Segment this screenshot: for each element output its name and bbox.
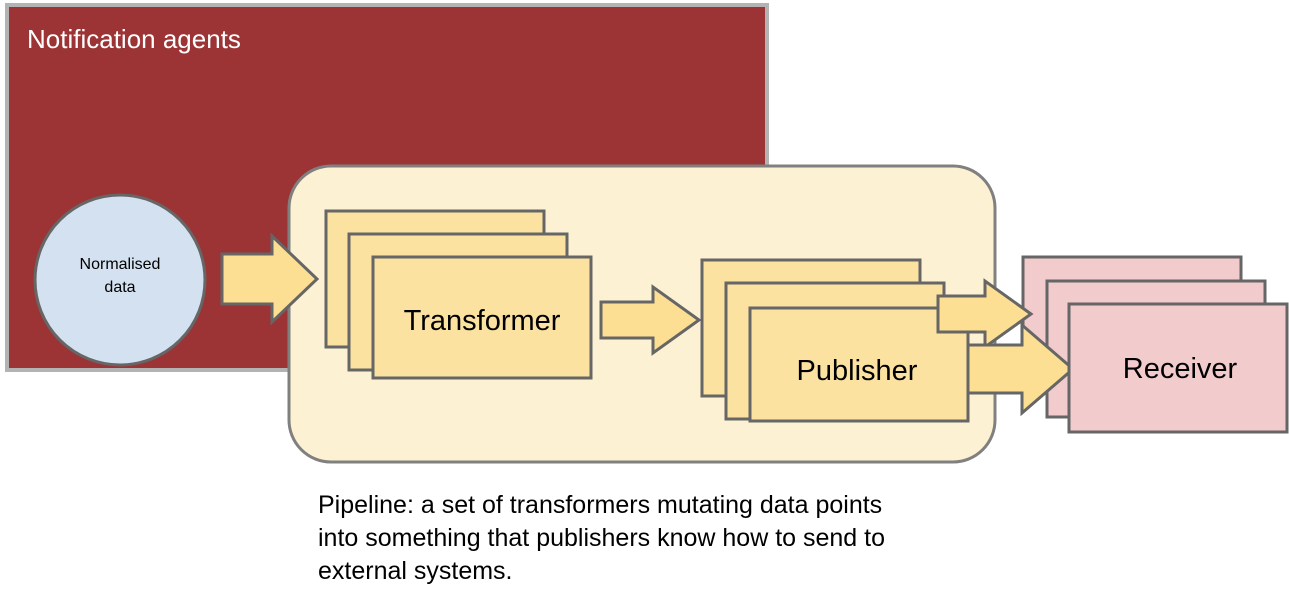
arrow-publisher-to-receiver-front-shape — [966, 321, 1076, 417]
arrow-data-to-transformer-shape — [220, 232, 320, 326]
transformer-label: Transformer — [404, 305, 561, 337]
normalised-data-circle — [33, 193, 207, 367]
normalised-data-label-line1: Normalised — [80, 256, 161, 273]
pipeline-caption-line-3: external systems. — [318, 557, 513, 585]
pipeline-caption-line-2: into something that publishers know how … — [318, 524, 885, 552]
transformer-stack[interactable]: Transformer — [324, 209, 593, 380]
pipeline-caption-line-1: Pipeline: a set of transformers mutating… — [318, 491, 882, 519]
receiver-label: Receiver — [1123, 353, 1238, 385]
publisher-stack[interactable]: Publisher — [700, 258, 970, 423]
normalised-data[interactable]: Normalised data — [33, 193, 207, 367]
pipeline-caption: Pipeline: a set of transformers mutating… — [318, 491, 885, 585]
arrow-data-to-transformer — [220, 232, 320, 326]
publisher-card-front — [748, 306, 970, 423]
transformer-card-front — [371, 255, 593, 380]
arrow-publisher-to-receiver-front — [966, 321, 1076, 417]
arrow-transformer-to-publisher — [599, 284, 702, 356]
arrow-publisher-to-receiver-back — [936, 278, 1034, 350]
publisher-label: Publisher — [797, 355, 918, 387]
normalised-data-label-line2: data — [104, 279, 135, 296]
receiver-stack[interactable]: Receiver — [1067, 302, 1289, 434]
notification-agents-label: Notification agents — [27, 24, 241, 54]
receiver-card-front — [1067, 302, 1289, 434]
arrow-publisher-to-receiver-back-shape — [936, 278, 1034, 350]
arrow-transformer-to-publisher-shape — [599, 284, 702, 356]
